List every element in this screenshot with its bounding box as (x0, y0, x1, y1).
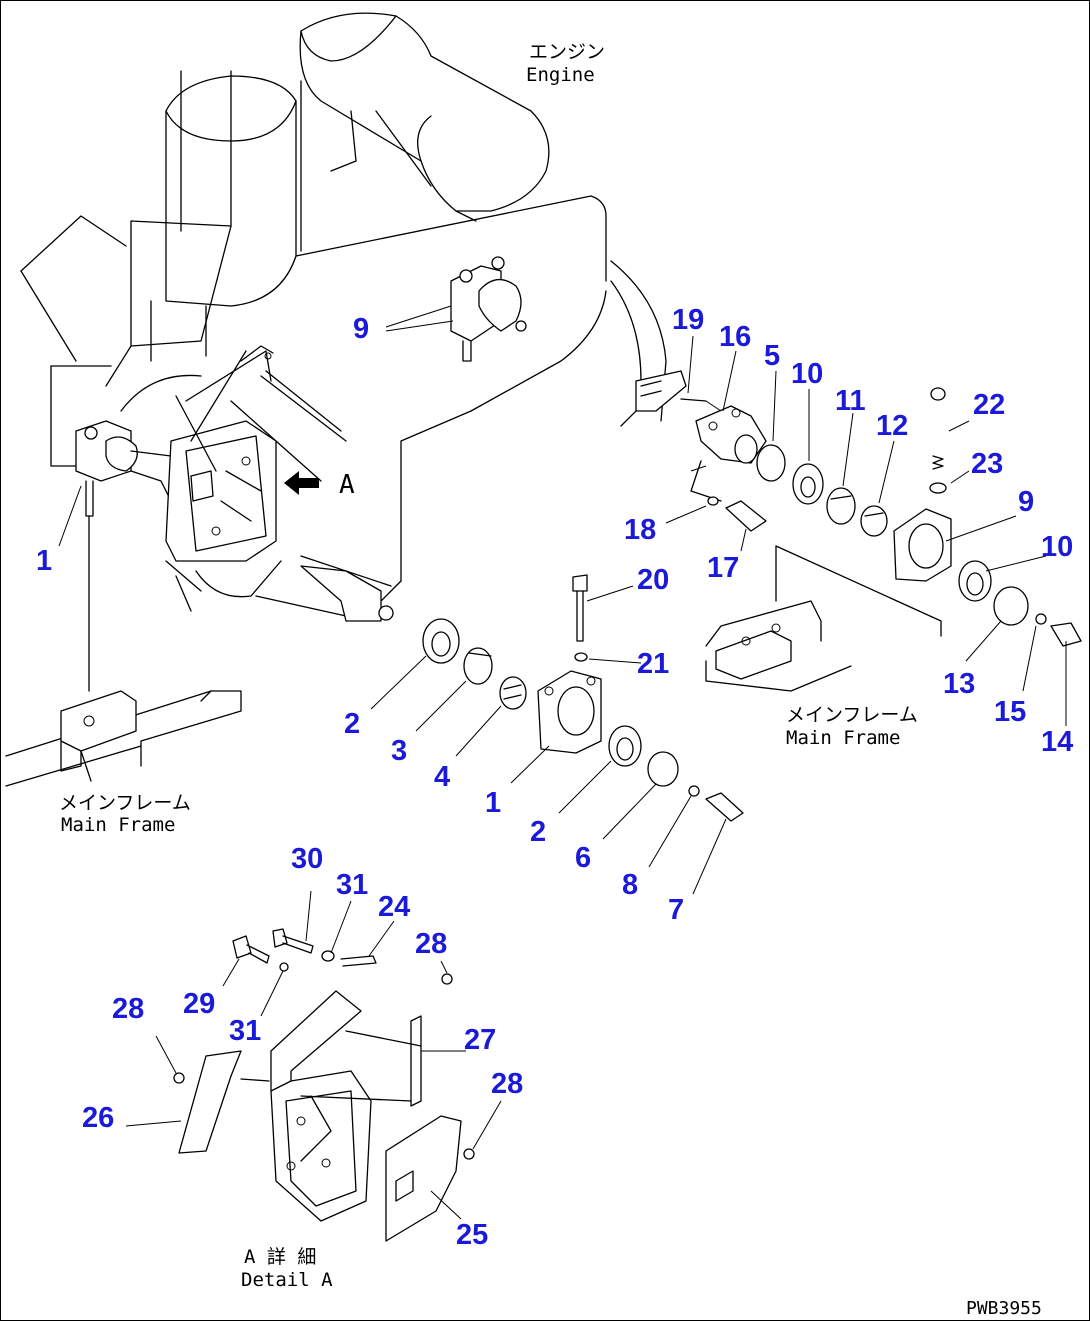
main-frame-label-en-right: Main Frame (786, 727, 900, 749)
callout-19: 19 (672, 304, 704, 336)
view-arrow-label: A (339, 470, 355, 500)
callout-26: 26 (82, 1102, 114, 1134)
engine-label-ja: エンジン (529, 41, 605, 63)
callout-25: 25 (456, 1219, 488, 1251)
right-main-frame (705, 545, 942, 692)
callout-9b: 9 (1018, 486, 1034, 518)
callout-20: 20 (637, 564, 669, 596)
callout-1b: 1 (485, 787, 501, 819)
callout-4: 4 (434, 761, 450, 793)
callout-17: 17 (707, 552, 739, 584)
center-bracket (120, 345, 394, 622)
detail-label-ja: A 詳 細 (244, 1246, 316, 1268)
callout-28a: 28 (415, 928, 447, 960)
detail-label-en: Detail A (241, 1269, 333, 1291)
callout-9a: 9 (353, 313, 369, 345)
engine-label-en: Engine (526, 64, 595, 86)
callout-12: 12 (876, 410, 908, 442)
main-frame-label-ja-left: メインフレーム (59, 792, 191, 814)
exploded-right-parts (680, 387, 1082, 647)
callout-15: 15 (994, 696, 1026, 728)
callout-30: 30 (291, 843, 323, 875)
callout-23: 23 (971, 448, 1003, 480)
callout-1a: 1 (36, 545, 52, 577)
main-frame-label-ja-right: メインフレーム (786, 704, 918, 726)
left-main-frame (5, 690, 242, 787)
callout-21: 21 (637, 648, 669, 680)
callout-14: 14 (1041, 726, 1073, 758)
callout-3: 3 (391, 735, 407, 767)
callout-27: 27 (464, 1024, 496, 1056)
callout-13: 13 (943, 668, 975, 700)
text-labels: エンジン Engine メインフレーム Main Frame メインフレーム M… (59, 41, 1042, 1319)
main-frame-label-en-left: Main Frame (61, 814, 175, 836)
callout-28b: 28 (112, 993, 144, 1025)
callout-18: 18 (624, 514, 656, 546)
callout-28c: 28 (491, 1068, 523, 1100)
callout-31a: 31 (336, 869, 368, 901)
callout-10b: 10 (1041, 531, 1073, 563)
callout-8: 8 (622, 869, 638, 901)
exploded-left-parts (422, 574, 744, 822)
callout-2a: 2 (344, 708, 360, 740)
part-9-valve (450, 256, 527, 362)
callout-31b: 31 (229, 1015, 261, 1047)
engine-outline (20, 12, 687, 602)
view-arrow-a (284, 471, 319, 495)
detail-a-assembly (173, 928, 475, 1242)
callout-numbers: 9 19 16 5 10 11 12 22 23 1 18 17 9 10 20… (36, 304, 1073, 1251)
callout-24: 24 (378, 891, 410, 923)
callout-7: 7 (668, 894, 684, 926)
callout-6: 6 (575, 842, 591, 874)
leader-lines (58, 305, 1067, 1220)
callout-11: 11 (835, 385, 866, 417)
callout-29: 29 (183, 988, 215, 1020)
drawing-code: PWB3955 (966, 1298, 1042, 1319)
left-mount-assembly (50, 365, 177, 692)
callout-22: 22 (973, 389, 1005, 421)
callout-5: 5 (764, 340, 780, 372)
callout-10a: 10 (791, 358, 823, 390)
callout-2b: 2 (530, 816, 546, 848)
callout-16: 16 (719, 321, 751, 353)
